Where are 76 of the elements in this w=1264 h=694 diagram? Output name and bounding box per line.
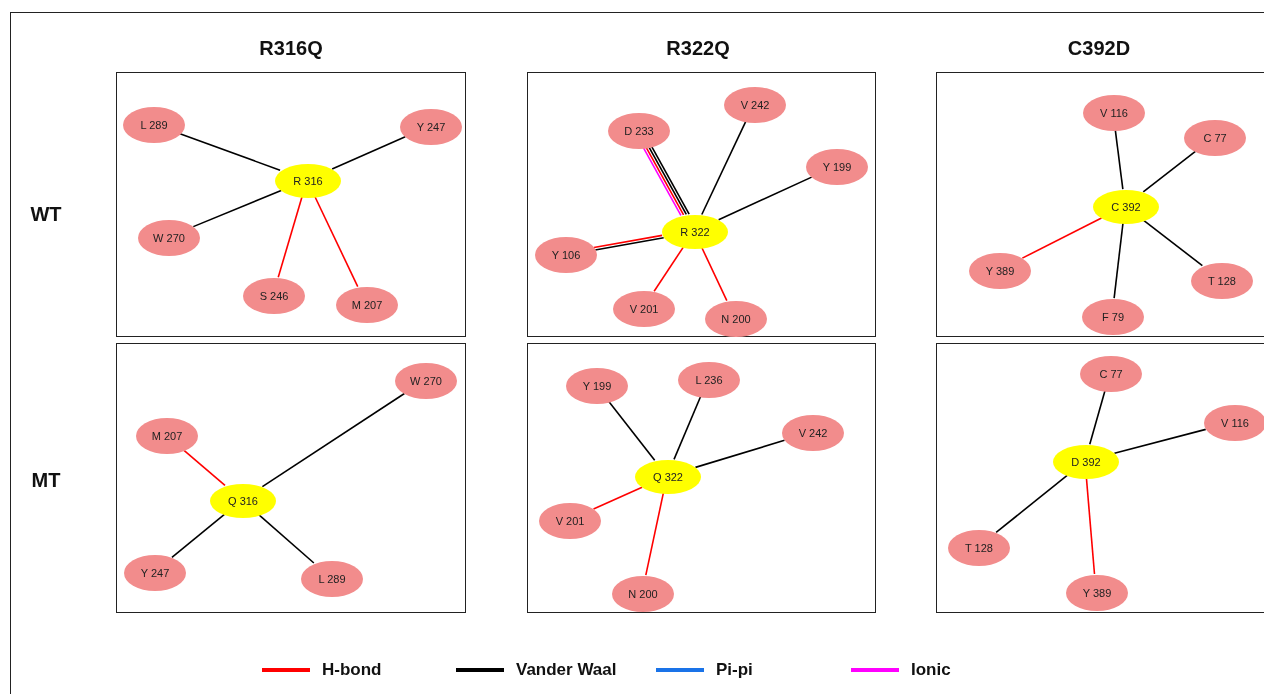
network-panel: [936, 343, 1264, 613]
residue-ellipse: Y 247: [400, 109, 462, 145]
interaction-line: [182, 449, 226, 487]
column-heading: C392D: [1067, 36, 1131, 60]
legend-label: Vander Waal: [516, 660, 617, 680]
residue-ellipse: Y 199: [806, 149, 868, 185]
interaction-line: [171, 513, 226, 559]
row-label: MT: [31, 468, 61, 492]
residue-ellipse: Y 389: [969, 253, 1031, 289]
central-residue-ellipse: R 322: [662, 215, 728, 249]
residue-ellipse: S 246: [243, 278, 305, 314]
interaction-line: [331, 136, 407, 170]
interaction-line: [995, 474, 1068, 534]
residue-ellipse: W 270: [138, 220, 200, 256]
network-panel: [116, 72, 466, 337]
column-heading: R322Q: [666, 36, 730, 60]
residue-ellipse: L 236: [678, 362, 740, 398]
residue-ellipse: V 242: [724, 87, 786, 123]
legend-label: Ionic: [911, 660, 951, 680]
interaction-line: [178, 132, 281, 171]
column-heading: R316Q: [259, 36, 323, 60]
residue-ellipse: W 270: [395, 363, 457, 399]
interaction-line: [1085, 477, 1096, 575]
central-residue-ellipse: Q 316: [210, 484, 276, 518]
network-panel: [527, 72, 876, 337]
residue-ellipse: N 200: [612, 576, 674, 612]
residue-ellipse: Y 247: [124, 555, 186, 591]
residue-ellipse: V 201: [613, 291, 675, 327]
interaction-line: [673, 395, 702, 461]
residue-ellipse: L 289: [301, 561, 363, 597]
interaction-line: [1114, 129, 1124, 190]
interaction-line: [1113, 428, 1207, 455]
central-residue-ellipse: R 316: [275, 164, 341, 198]
interaction-line: [701, 246, 728, 302]
legend-label: Pi-pi: [716, 660, 753, 680]
network-panel: [527, 343, 876, 613]
interaction-line: [257, 513, 315, 564]
central-residue-ellipse: Q 322: [635, 460, 701, 494]
residue-ellipse: C 77: [1080, 356, 1142, 392]
interaction-line: [1113, 222, 1124, 299]
interaction-line: [1142, 219, 1204, 267]
legend-label: H-bond: [322, 660, 382, 680]
residue-ellipse: V 242: [782, 415, 844, 451]
interaction-line: [717, 176, 813, 221]
residue-ellipse: M 207: [336, 287, 398, 323]
residue-ellipse: D 233: [608, 113, 670, 149]
central-residue-ellipse: D 392: [1053, 445, 1119, 479]
residue-ellipse: T 128: [1191, 263, 1253, 299]
interaction-line: [645, 492, 665, 576]
row-label: WT: [30, 202, 62, 226]
residue-ellipse: Y 389: [1066, 575, 1128, 611]
interaction-line: [694, 439, 786, 469]
residue-ellipse: Y 106: [535, 237, 597, 273]
interaction-line: [1142, 150, 1197, 193]
central-residue-ellipse: C 392: [1093, 190, 1159, 224]
interaction-line: [277, 196, 303, 279]
interaction-line: [192, 189, 282, 228]
interaction-line: [261, 392, 406, 488]
interaction-line: [314, 195, 359, 288]
network-panel: [936, 72, 1264, 337]
interaction-line: [653, 246, 685, 292]
interaction-line: [701, 120, 747, 216]
residue-ellipse: V 116: [1204, 405, 1264, 441]
interaction-line: [1021, 217, 1103, 259]
residue-ellipse: N 200: [705, 301, 767, 337]
residue-ellipse: T 128: [948, 530, 1010, 566]
network-panel: [116, 343, 466, 613]
residue-ellipse: V 201: [539, 503, 601, 539]
residue-ellipse: M 207: [136, 418, 198, 454]
residue-ellipse: C 77: [1184, 120, 1246, 156]
interaction-line: [592, 486, 643, 510]
residue-ellipse: L 289: [123, 107, 185, 143]
residue-ellipse: V 116: [1083, 95, 1145, 131]
residue-ellipse: F 79: [1082, 299, 1144, 335]
interaction-line: [1089, 389, 1106, 445]
residue-ellipse: Y 199: [566, 368, 628, 404]
